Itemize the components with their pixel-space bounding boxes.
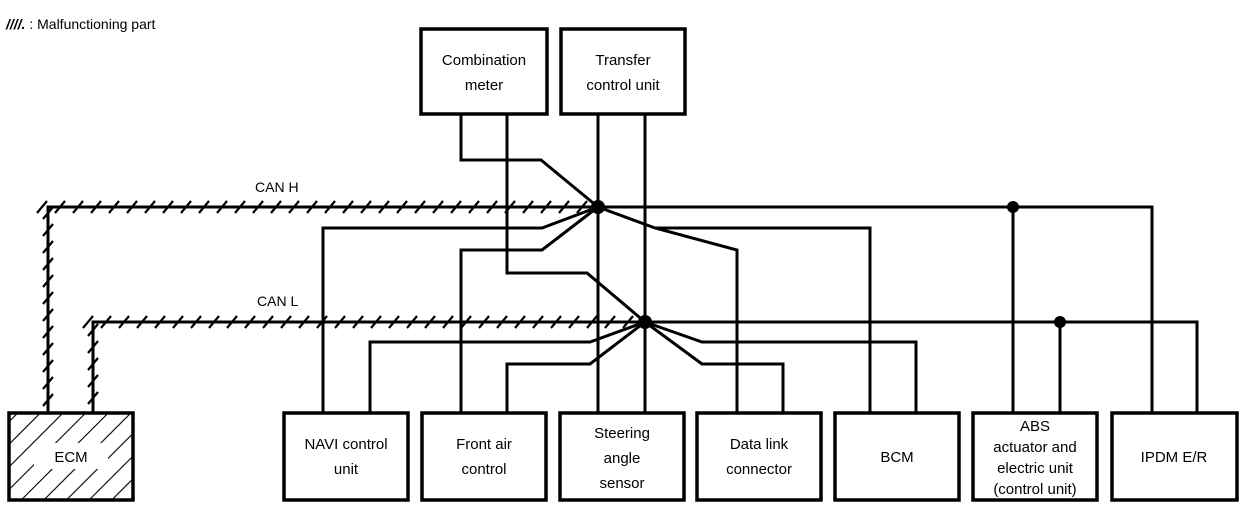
abs-can-h-splice: [1007, 201, 1019, 213]
abs-can-l-splice: [1054, 316, 1066, 328]
unit-label: NAVI control: [304, 436, 387, 453]
svg-text:connector: connector: [726, 461, 792, 478]
svg-text:angle: angle: [604, 450, 641, 467]
unit-steering-angle-sensor[interactable]: Steering angle sensor: [558, 411, 686, 502]
unit-label: actuator and: [993, 439, 1076, 456]
wire-front-air-h: [459, 205, 599, 413]
wire-bcm-l: [644, 320, 918, 413]
unit-label: Transfer: [595, 52, 650, 69]
unit-label: control unit: [586, 77, 660, 94]
can-h-junction: [591, 200, 605, 214]
wire-combination-meter-h: [459, 114, 599, 209]
wire-bcm-h: [655, 226, 872, 413]
svg-text:sensor: sensor: [599, 475, 644, 492]
unit-label: ABS: [1020, 418, 1050, 435]
svg-text:ABS: ABS: [1020, 418, 1050, 435]
svg-text:Combination: Combination: [442, 52, 526, 69]
hatch-symbol-icon: ////.: [6, 16, 26, 32]
unit-label: Combination: [442, 52, 526, 69]
unit-transfer-control-unit[interactable]: Transfer control unit: [559, 27, 687, 116]
malfunction-hatching: [36, 200, 634, 407]
svg-text:NAVI control: NAVI control: [304, 436, 387, 453]
unit-label: angle: [604, 450, 641, 467]
unit-label: ECM: [54, 449, 87, 466]
wire-dlc-h: [597, 205, 739, 413]
svg-text:electric unit: electric unit: [997, 460, 1074, 477]
hatch-mark: [82, 315, 94, 329]
can-l-label: CAN L: [257, 293, 298, 309]
unit-label: connector: [726, 461, 792, 478]
wire-combination-meter-l: [505, 114, 646, 324]
wire-front-air-l: [505, 320, 646, 413]
svg-text:Data link: Data link: [730, 436, 789, 453]
unit-abs-actuator[interactable]: ABS actuator and electric unit (control …: [971, 411, 1099, 502]
svg-text:actuator and: actuator and: [993, 439, 1076, 456]
wire-navi-l: [368, 320, 646, 413]
unit-label: unit: [334, 461, 359, 478]
svg-text:control unit: control unit: [586, 77, 660, 94]
wire-navi-h: [321, 205, 599, 413]
unit-label: sensor: [599, 475, 644, 492]
can-l-junction: [638, 315, 652, 329]
svg-text:(control unit): (control unit): [993, 481, 1076, 498]
unit-label: meter: [465, 77, 503, 94]
can-l-line-right: [645, 320, 1199, 413]
unit-label: BCM: [880, 449, 913, 466]
svg-text:control: control: [461, 461, 506, 478]
unit-ecm[interactable]: ECM: [7, 411, 135, 502]
unit-combination-meter[interactable]: Combination meter: [419, 27, 549, 116]
unit-bcm[interactable]: BCM: [833, 411, 961, 502]
unit-ipdm-er[interactable]: IPDM E/R: [1110, 411, 1239, 502]
legend-text: : Malfunctioning part: [29, 16, 156, 32]
svg-text:unit: unit: [334, 461, 359, 478]
wire-dlc-l: [644, 320, 785, 413]
unit-label: electric unit: [997, 460, 1074, 477]
svg-text:Transfer: Transfer: [595, 52, 650, 69]
legend: ////. : Malfunctioning part: [6, 16, 155, 32]
unit-navi-control-unit[interactable]: NAVI control unit: [282, 411, 410, 502]
can-h-label: CAN H: [255, 179, 299, 195]
unit-front-air-control[interactable]: Front air control: [420, 411, 548, 502]
unit-label: IPDM E/R: [1141, 449, 1208, 466]
can-h-line-right: [598, 205, 1154, 413]
unit-label: Data link: [730, 436, 789, 453]
can-h-line-ecm: [46, 205, 598, 413]
svg-text:Steering: Steering: [594, 425, 650, 442]
svg-text:Front air: Front air: [456, 436, 512, 453]
svg-text:ECM: ECM: [54, 449, 87, 466]
svg-text:meter: meter: [465, 77, 503, 94]
unit-label: (control unit): [993, 481, 1076, 498]
unit-data-link-connector[interactable]: Data link connector: [695, 411, 823, 502]
unit-label: control: [461, 461, 506, 478]
unit-label: Front air: [456, 436, 512, 453]
svg-text:IPDM E/R: IPDM E/R: [1141, 449, 1208, 466]
unit-label: Steering: [594, 425, 650, 442]
svg-text:BCM: BCM: [880, 449, 913, 466]
hatch-mark: [36, 200, 48, 214]
